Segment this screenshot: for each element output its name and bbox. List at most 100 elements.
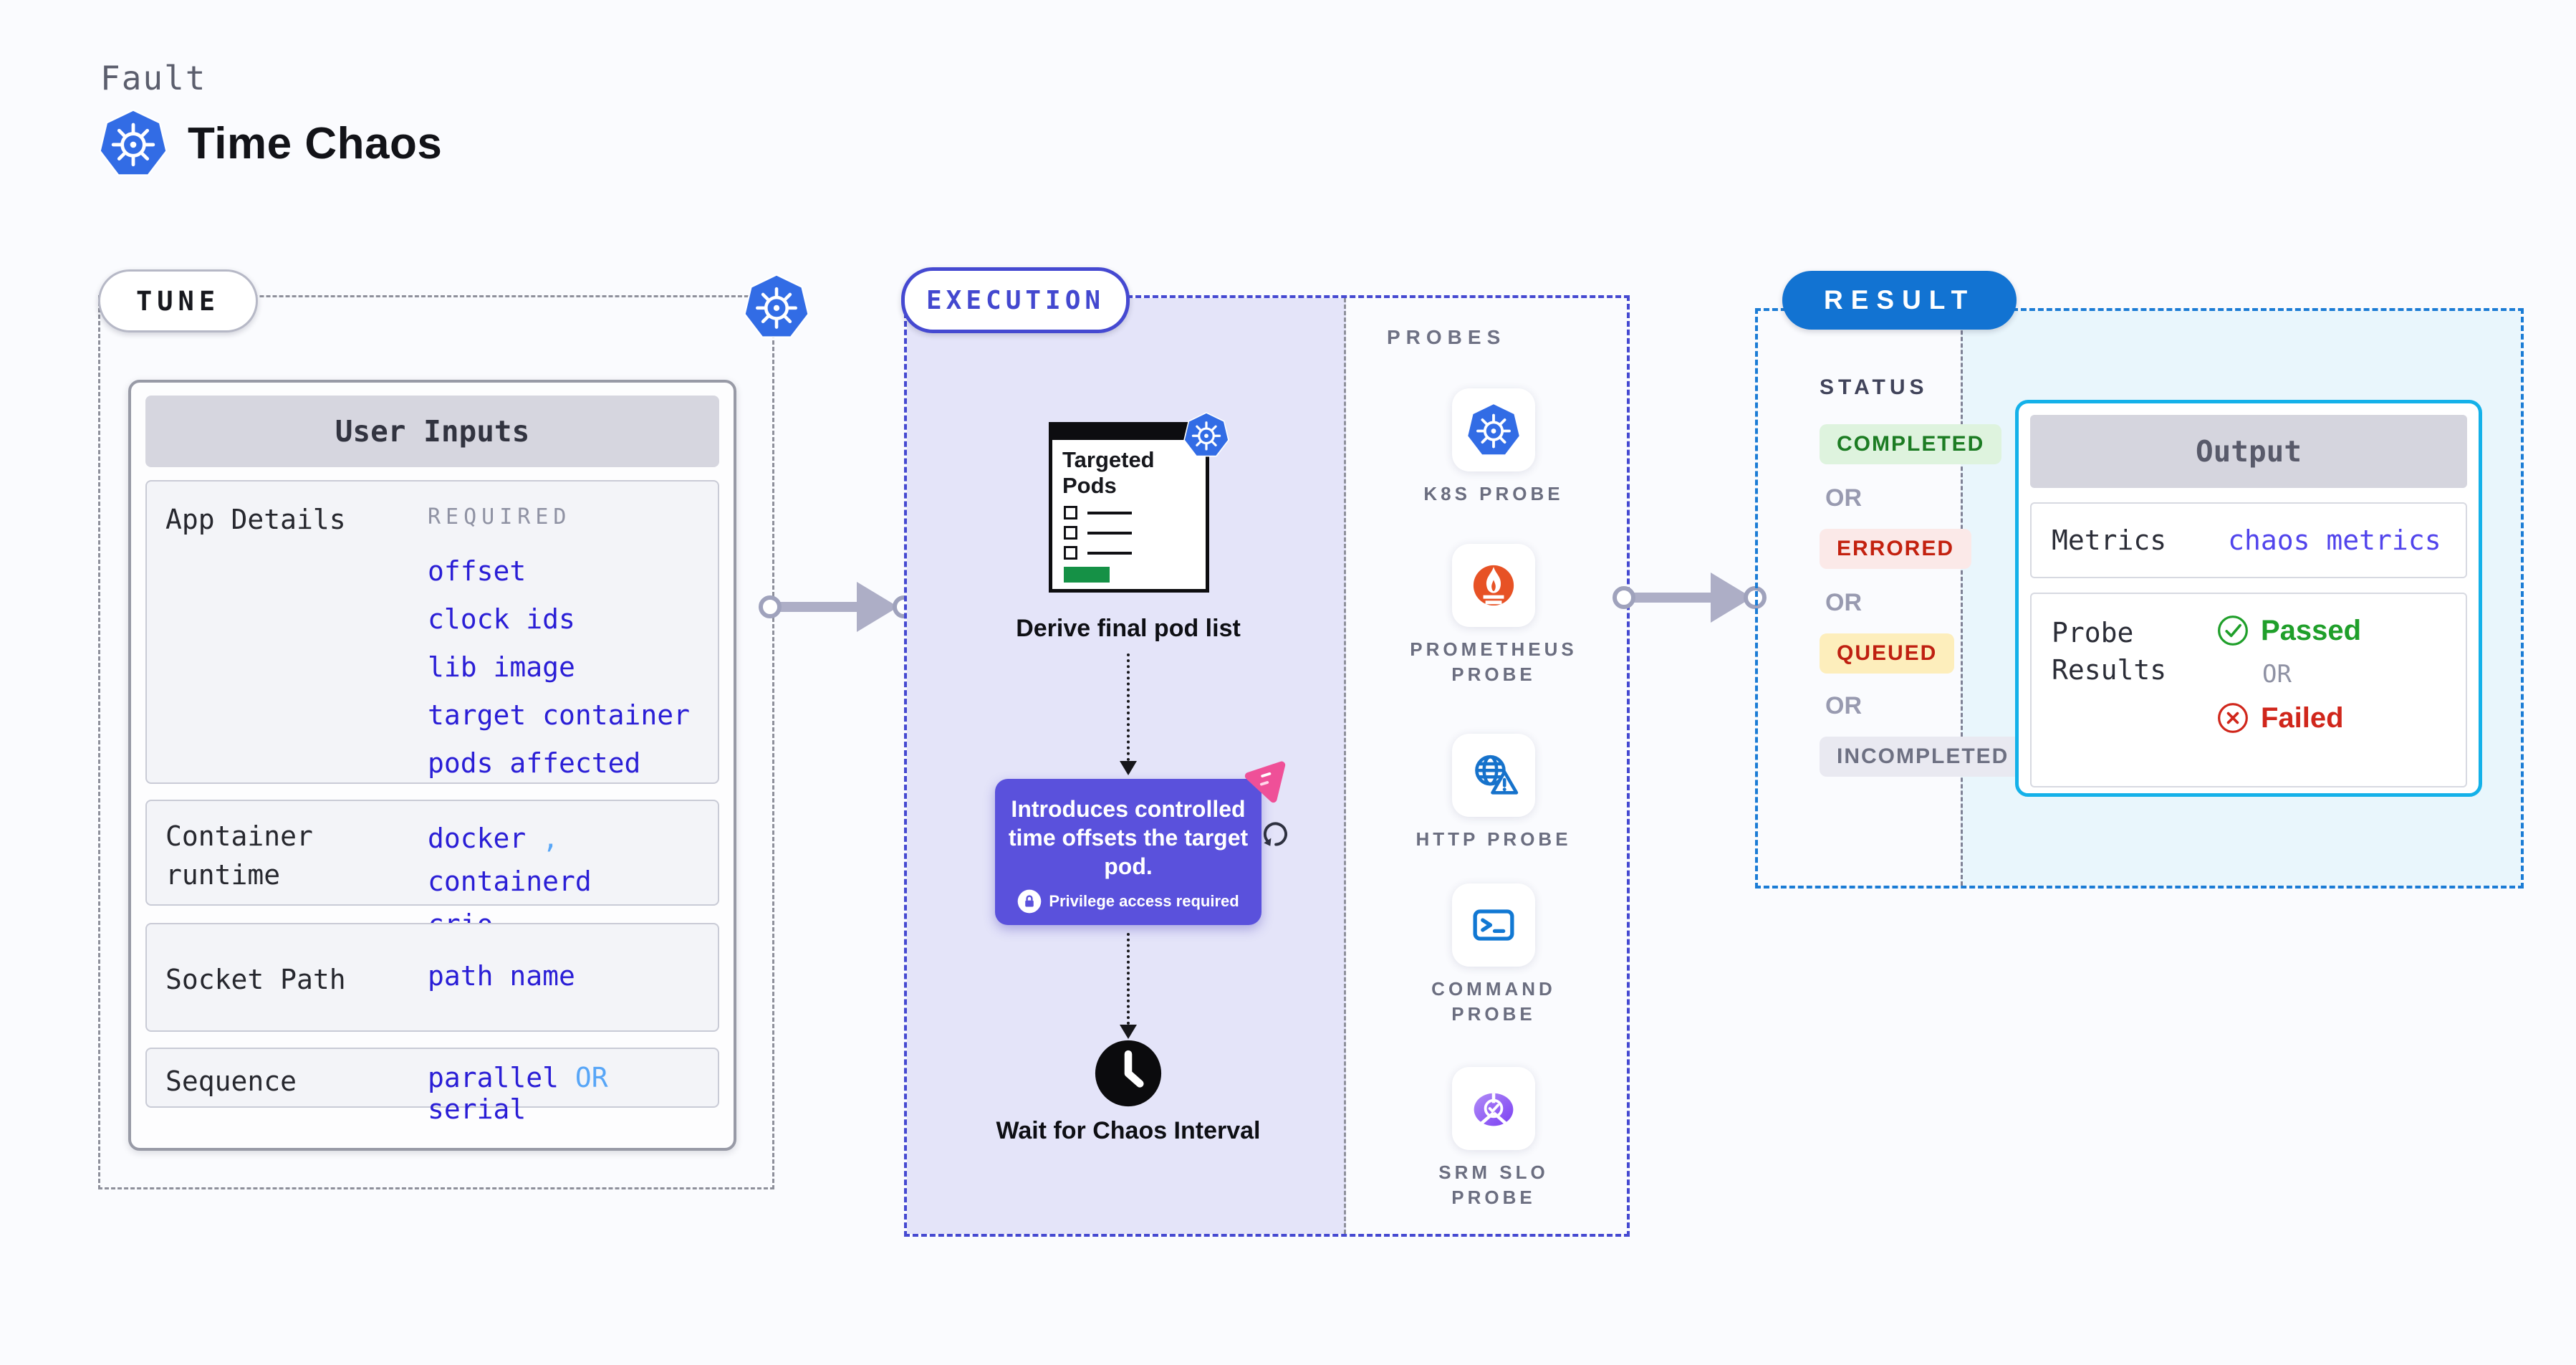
link-clock-ids[interactable]: clock ids [428,603,575,635]
wait-chaos-interval-label: Wait for Chaos Interval [996,1117,1261,1144]
tooltip-text: Introduces controlled time offsets the t… [1008,796,1249,879]
clock-icon [1094,1039,1163,1108]
arrow-execution-to-result [1628,593,1721,603]
arrowhead-icon [1120,1025,1137,1039]
sequence-values: parallel OR serial [428,1062,718,1125]
dotted-connector [1127,653,1130,761]
privilege-note-text: Privilege access required [1049,892,1239,910]
probe-k8s: K8S PROBE [1408,388,1580,507]
metrics-label: Metrics [2052,525,2167,556]
status-title: STATUS [1820,375,1928,399]
lock-icon [1017,889,1042,914]
or-label: OR [2262,660,2292,689]
check-circle-icon [2216,614,2249,647]
sequence-or: OR [575,1062,608,1093]
link-lib-image[interactable]: lib image [428,651,575,683]
metrics-value-link[interactable]: chaos metrics [2228,525,2441,556]
probe-prometheus: PROMETHEUS PROBE [1408,544,1580,687]
targeted-pods-titlebar [1052,426,1206,440]
dotted-connector [1127,933,1130,1025]
status-badge-completed: COMPLETED [1820,424,2002,464]
progress-bar [1064,567,1110,583]
socket-path-label: Socket Path [165,964,346,995]
or-label: OR [1825,484,1862,512]
loop-arrow-icon [1255,814,1295,854]
app-details-row: App Details REQUIRED offset clock ids li… [145,480,719,827]
chaos-pink-icon [1242,760,1288,805]
prometheus-icon [1466,558,1521,613]
value-containerd[interactable]: containerd [428,866,592,897]
probe-label: HTTP PROBE [1416,828,1572,850]
probe-card [1452,883,1535,967]
tune-stage-badge: TUNE [98,269,259,332]
user-inputs-title: User Inputs [145,396,719,467]
arrow-tune-to-execution [774,602,867,612]
failed-line: Failed [2216,701,2361,734]
probe-card [1452,1067,1535,1150]
execution-stage-badge: EXECUTION [901,267,1130,333]
sequence-label: Sequence [165,1065,297,1097]
kubernetes-icon [99,109,168,178]
derive-pod-list-label: Derive final pod list [1016,615,1241,642]
checkbox-icon [1064,526,1077,540]
slo-check-icon [1466,1081,1521,1136]
list-line [1087,511,1132,514]
probes-title: PROBES [1387,326,1506,348]
app-details-label: App Details [165,504,346,535]
metrics-row: Metrics chaos metrics [2030,502,2467,578]
list-line [1087,551,1132,555]
probe-command: COMMAND PROBE [1408,883,1580,1027]
value-docker[interactable]: docker [428,823,527,854]
status-badge-incompleted: INCOMPLETED [1820,737,2027,777]
privilege-note: Privilege access required [1006,889,1250,914]
kubernetes-icon [1466,403,1521,457]
fault-description-tooltip: Introduces controlled time offsets the t… [995,779,1261,925]
probe-label: SRM SLO PROBE [1438,1162,1549,1208]
link-offset[interactable]: offset [428,555,527,587]
checkbox-icon [1064,546,1077,560]
value-separator: , [542,823,559,854]
status-badge-errored: ERRORED [1820,529,1972,569]
targeted-pods-title: Targeted Pods [1062,447,1155,498]
probe-card [1452,388,1535,471]
probe-http: HTTP PROBE [1408,734,1580,852]
passed-label: Passed [2261,614,2362,646]
probe-results-row: Probe Results Passed OR Failed [2030,593,2467,787]
container-runtime-label: Container runtime [165,820,313,891]
arrowhead-icon [857,582,898,632]
x-circle-icon [2216,701,2249,734]
value-parallel[interactable]: parallel [428,1062,559,1093]
probe-label: COMMAND PROBE [1431,978,1556,1025]
checkbox-icon [1064,506,1077,519]
or-label: OR [1825,692,1862,719]
arrowhead-icon [1120,761,1137,775]
link-target-container[interactable]: target container [428,699,691,731]
output-title: Output [2030,415,2467,488]
or-label: OR [1825,589,1862,616]
kubernetes-icon [1183,412,1229,458]
tune-section [98,295,774,1189]
failed-label: Failed [2261,701,2344,734]
result-stage-badge: RESULT [1782,271,2017,330]
probe-results-values: Passed OR Failed [2216,614,2361,766]
value-path-name[interactable]: path name [428,960,575,992]
probe-srm-slo: SRM SLO PROBE [1408,1067,1580,1210]
connector-dot [759,595,782,618]
user-inputs-card: User Inputs App Details REQUIRED offset … [128,380,736,1151]
container-runtime-row: Container runtime docker , containerd cr… [145,800,719,940]
value-serial[interactable]: serial [428,1093,527,1125]
fault-eyebrow: Fault [100,59,207,97]
globe-warning-icon [1466,748,1521,803]
connector-dot [1613,586,1635,609]
status-badge-queued: QUEUED [1820,633,1955,674]
probe-results-label: Probe Results [2052,617,2167,686]
terminal-icon [1466,898,1521,952]
kubernetes-icon [744,274,809,340]
app-details-links: offset clock ids lib image target contai… [428,547,718,835]
list-line [1087,531,1132,535]
header-title-row: Time Chaos [99,109,442,178]
page-title: Time Chaos [188,118,443,168]
passed-line: Passed [2216,614,2361,647]
sequence-row: Sequence parallel OR serial [145,1048,719,1125]
